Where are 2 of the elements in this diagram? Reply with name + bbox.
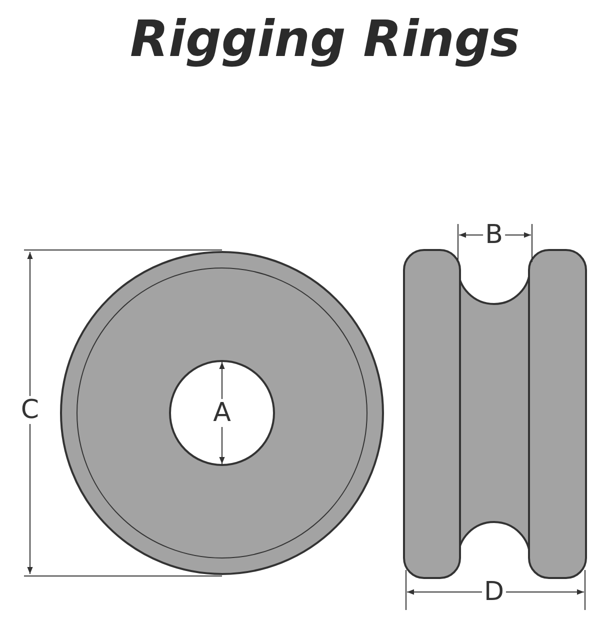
title-heading: Rigging Rings [130,9,521,70]
dimension-label: A [211,399,233,427]
